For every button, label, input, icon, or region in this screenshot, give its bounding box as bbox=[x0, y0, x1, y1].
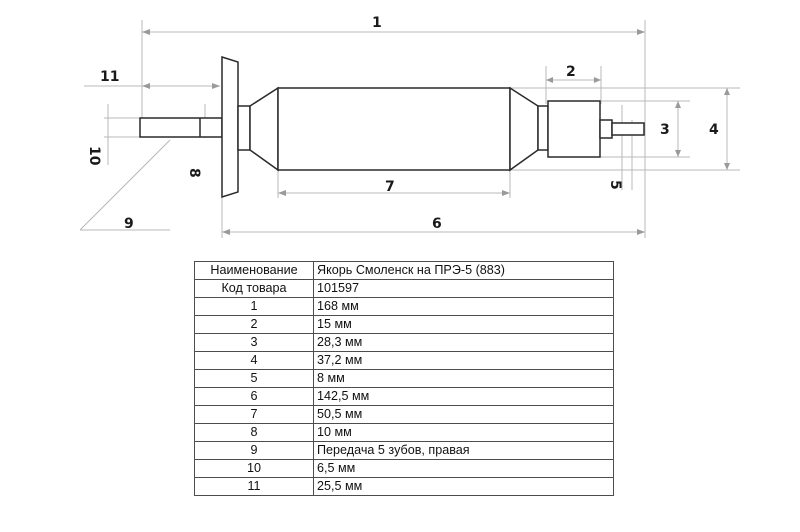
dimension-arrows bbox=[142, 29, 730, 235]
dim-label-11: 11 bbox=[100, 69, 119, 85]
dimension-key: 4 bbox=[194, 351, 314, 370]
dimension-value: 8 мм bbox=[313, 369, 614, 388]
dimension-key: 2 bbox=[194, 315, 314, 334]
code-key: Код товара bbox=[194, 279, 314, 298]
dim-label-4: 4 bbox=[709, 122, 719, 138]
dim-label-6: 6 bbox=[432, 216, 442, 232]
bearing-collar bbox=[537, 105, 549, 151]
gear-shaft bbox=[139, 117, 223, 138]
dimension-value: 50,5 мм bbox=[313, 405, 614, 424]
dimension-value: 15 мм bbox=[313, 315, 614, 334]
dimension-key: 11 bbox=[194, 477, 314, 496]
commutator-flange bbox=[221, 55, 239, 199]
dimension-key: 5 bbox=[194, 369, 314, 388]
dimension-value: 37,2 мм bbox=[313, 351, 614, 370]
left-taper bbox=[249, 86, 279, 172]
dimension-value: 168 мм bbox=[313, 297, 614, 316]
dimension-lines bbox=[79, 20, 740, 238]
end-shaft bbox=[611, 122, 645, 136]
dim-label-3: 3 bbox=[660, 122, 670, 138]
dimension-key: 10 bbox=[194, 459, 314, 478]
dim-label-8: 8 bbox=[186, 168, 202, 178]
dimension-key: 8 bbox=[194, 423, 314, 442]
dim-label-1: 1 bbox=[372, 15, 382, 31]
spec-table: Наименование Якорь Смоленск на ПРЭ-5 (88… bbox=[194, 261, 614, 496]
dim-label-5: 5 bbox=[607, 180, 623, 190]
dimension-value: 142,5 мм bbox=[313, 387, 614, 406]
dimension-label-group: 1 2 3 4 5 6 7 8 9 10 11 bbox=[86, 15, 719, 232]
table-row-header: Наименование Якорь Смоленск на ПРЭ-5 (88… bbox=[194, 261, 614, 280]
dimension-value: 25,5 мм bbox=[313, 477, 614, 496]
armature-outline bbox=[139, 55, 645, 199]
right-taper bbox=[509, 86, 539, 172]
bearing-step bbox=[599, 119, 613, 139]
dim-label-10: 10 bbox=[86, 146, 102, 166]
dimension-value: 10 мм bbox=[313, 423, 614, 442]
bearing bbox=[547, 100, 601, 158]
hub bbox=[237, 105, 251, 151]
dimension-key: 3 bbox=[194, 333, 314, 352]
dim-label-2: 2 bbox=[566, 64, 576, 80]
core bbox=[277, 87, 511, 171]
armature-drawing: 1 2 3 4 5 6 7 8 9 10 11 bbox=[79, 15, 740, 238]
dimension-value: Передача 5 зубов, правая bbox=[313, 441, 614, 460]
dimension-value: 6,5 мм bbox=[313, 459, 614, 478]
dimension-key: 1 bbox=[194, 297, 314, 316]
dimension-key: 9 bbox=[194, 441, 314, 460]
dim-label-7: 7 bbox=[385, 179, 395, 195]
code-value: 101597 bbox=[313, 279, 614, 298]
dimension-key: 6 bbox=[194, 387, 314, 406]
header-key: Наименование bbox=[194, 261, 314, 280]
dim-label-9: 9 bbox=[124, 216, 134, 232]
header-value: Якорь Смоленск на ПРЭ-5 (883) bbox=[313, 261, 614, 280]
dimension-value: 28,3 мм bbox=[313, 333, 614, 352]
table-row-code: Код товара 101597 bbox=[194, 279, 614, 298]
dimension-key: 7 bbox=[194, 405, 314, 424]
